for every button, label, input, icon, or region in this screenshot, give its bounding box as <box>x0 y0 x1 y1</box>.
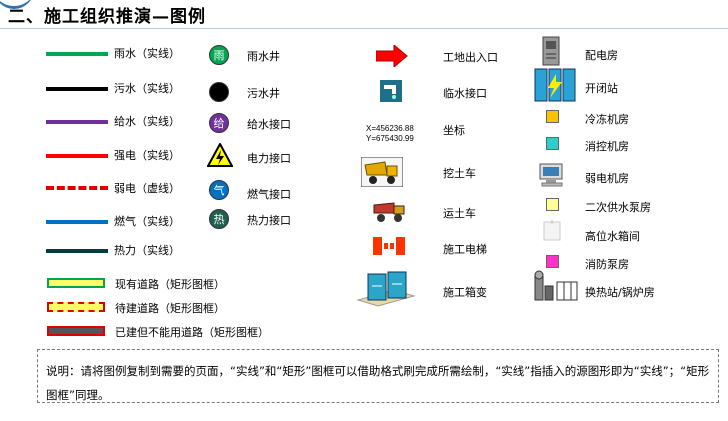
legend-label: 待建道路（矩形图框） <box>115 302 225 315</box>
box-substation-icon <box>356 271 416 307</box>
legend-label: 弱电（虚线） <box>114 182 180 195</box>
legend-label: 雨水井 <box>247 50 280 63</box>
coordinate-y: Y=675430.99 <box>366 134 414 143</box>
weak-current-room-icon <box>539 163 563 187</box>
legend-label: 弱电机房 <box>585 172 629 185</box>
dump-truck-icon <box>361 157 403 187</box>
legend-label: 强电（实线） <box>114 149 180 162</box>
unusable-road-swatch <box>47 326 105 336</box>
heating-interface-icon: 热 <box>209 209 229 229</box>
legend-label: 污水井 <box>247 87 280 100</box>
legend-label: 开闭站 <box>585 82 618 95</box>
distribution-room-icon <box>542 36 560 66</box>
fire-control-room-swatch <box>546 137 559 150</box>
legend-label: 坐标 <box>443 124 465 137</box>
note-box: 说明：请将图例复制到需要的页面，“实线”和“矩形”图框可以借助格式刷完成所需绘制… <box>37 349 719 403</box>
legend-label: 换热站/锅炉房 <box>585 286 655 299</box>
legend-label: 消控机房 <box>585 140 629 153</box>
legend-label: 高位水箱间 <box>585 230 640 243</box>
gas-line-swatch <box>46 220 108 224</box>
legend-label: 给水接口 <box>247 118 291 131</box>
legend-label: 消防泵房 <box>585 258 629 271</box>
planned-road-swatch <box>47 302 105 312</box>
high-water-tank-icon <box>543 220 561 241</box>
heating-line-swatch <box>46 249 108 253</box>
legend-label: 雨水（实线） <box>114 47 180 60</box>
switch-station-icon <box>534 68 576 102</box>
legend-label: 燃气（实线） <box>114 215 180 228</box>
legend-label: 临水接口 <box>443 87 487 100</box>
haul-truck-icon <box>373 202 405 222</box>
gas-interface-icon: 气 <box>209 180 229 200</box>
legend-label: 施工电梯 <box>443 243 487 256</box>
legend-label: 已建但不能用道路（矩形图框） <box>115 326 269 339</box>
power-line-swatch <box>46 154 108 158</box>
water-supply-line-swatch <box>46 120 108 124</box>
legend-label: 现有道路（矩形图框） <box>115 278 225 291</box>
legend-label: 电力接口 <box>247 152 291 165</box>
coordinate-x: X=456236.88 <box>366 124 414 133</box>
legend-label: 施工箱变 <box>443 286 487 299</box>
legend-label: 热力（实线） <box>114 244 180 257</box>
legend-label: 燃气接口 <box>247 188 291 201</box>
existing-road-swatch <box>47 278 105 288</box>
heat-exchange-station-icon <box>534 270 578 301</box>
legend-label: 热力接口 <box>247 214 291 227</box>
water-tap-icon <box>380 80 402 102</box>
elevator-icon <box>373 237 405 255</box>
legend-label: 污水（实线） <box>114 82 180 95</box>
legend-label: 挖土车 <box>443 167 476 180</box>
title-divider <box>0 28 728 29</box>
legend-label: 二次供水泵房 <box>585 201 651 214</box>
power-interface-icon <box>207 143 233 167</box>
refrigeration-room-swatch <box>546 110 559 123</box>
legend-label: 运土车 <box>443 207 476 220</box>
title-decoration <box>0 0 34 9</box>
page-title: 二、施工组织推演—图例 <box>8 7 206 27</box>
rain-line-swatch <box>46 52 108 56</box>
legend-label: 配电房 <box>585 49 618 62</box>
water-supply-interface-icon: 给 <box>209 113 229 133</box>
fire-pump-room-swatch <box>546 255 559 268</box>
legend-label: 给水（实线） <box>114 115 180 128</box>
rain-well-icon: 雨 <box>209 45 229 65</box>
sewage-line-swatch <box>46 87 108 91</box>
red-arrow-icon <box>376 45 408 67</box>
sewage-well-icon <box>209 82 229 102</box>
secondary-pump-room-swatch <box>546 198 559 211</box>
legend-label: 冷冻机房 <box>585 113 629 126</box>
weak-current-dashed-swatch <box>46 186 108 190</box>
legend-label: 工地出入口 <box>443 51 498 64</box>
